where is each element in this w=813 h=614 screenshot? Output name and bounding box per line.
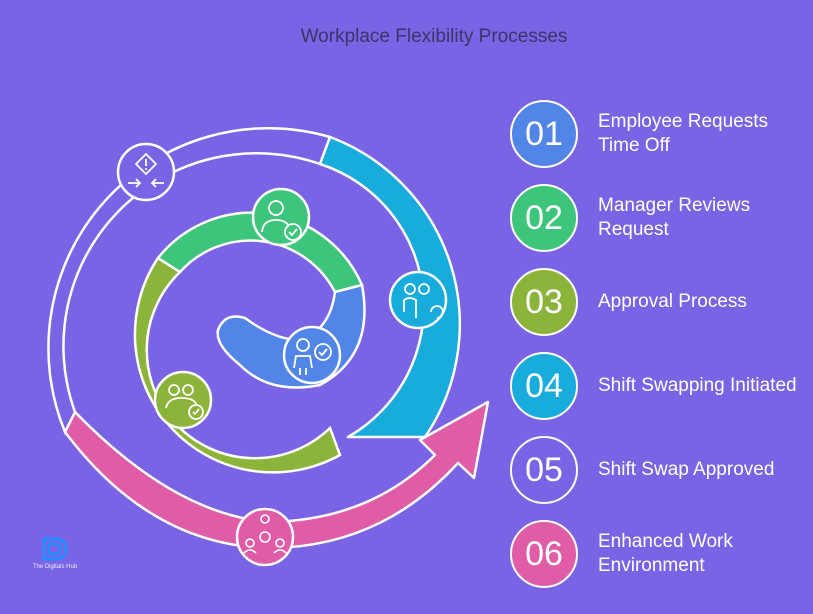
step-number: 06 xyxy=(510,520,578,588)
page-title: Workplace Flexibility Processes xyxy=(300,26,568,47)
step-number: 05 xyxy=(510,436,578,504)
step-05: 05 Shift Swap Approved xyxy=(510,434,810,506)
spiral-segment-04 xyxy=(318,135,462,439)
step-label: Enhanced Work Environment xyxy=(598,531,733,576)
brand-logo: The Digitals Hub xyxy=(20,536,90,570)
employee-check-icon xyxy=(282,325,342,385)
step-label: Manager Reviews Request xyxy=(598,195,751,240)
logo-mark-icon xyxy=(42,537,68,561)
group-swap-icon xyxy=(388,270,448,330)
spiral-segment-02 xyxy=(156,211,364,294)
step-number: 01 xyxy=(510,100,578,168)
step-01: 01 Employee Requests Time Off xyxy=(510,98,810,170)
group-check-icon xyxy=(153,370,213,430)
step-06: 06 Enhanced Work Environment xyxy=(510,518,810,590)
spiral-segment-06 xyxy=(63,400,490,550)
step-04: 04 Shift Swapping Initiated xyxy=(510,350,810,422)
employee-check-icon xyxy=(251,187,311,247)
alert-merge-icon xyxy=(116,142,176,202)
spiral-segment-03 xyxy=(133,256,342,474)
step-number: 04 xyxy=(510,352,578,420)
step-03: 03 Approval Process xyxy=(510,266,810,338)
logo-text: The Digitals Hub xyxy=(32,564,78,570)
team-settings-icon xyxy=(235,507,295,567)
step-label: Approval Process xyxy=(598,291,747,312)
step-number: 02 xyxy=(510,184,578,252)
step-number: 03 xyxy=(510,268,578,336)
step-label: Shift Swapping Initiated xyxy=(598,375,797,396)
step-02: 02 Manager Reviews Request xyxy=(510,182,810,254)
step-label: Shift Swap Approved xyxy=(598,459,775,480)
step-label: Employee Requests Time Off xyxy=(598,111,769,156)
